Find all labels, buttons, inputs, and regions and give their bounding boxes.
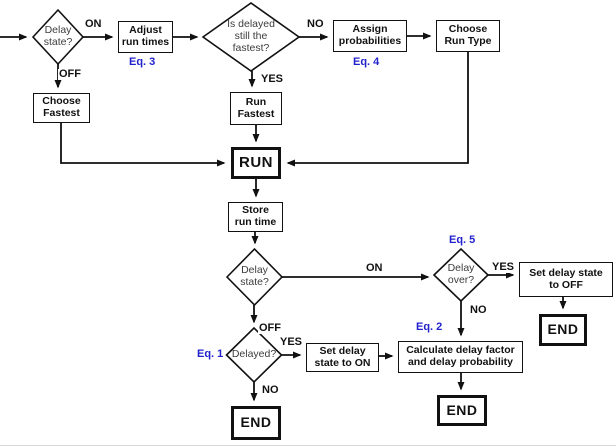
connector-choosetype-to-run xyxy=(286,52,469,167)
equation-label-eq1: Eq. 1 xyxy=(197,348,224,360)
connector-choosefastest-to-run xyxy=(60,123,226,167)
terminal-end-right: END xyxy=(539,314,587,346)
decision-is-delayed-fastest-shape xyxy=(201,2,301,72)
decision-delayed: Delayed? xyxy=(231,348,277,361)
process-adjust-run-times: Adjust run times xyxy=(118,21,173,53)
branch-label-yes-top: YES xyxy=(260,73,285,85)
branch-label-no-top: NO xyxy=(306,18,325,30)
branch-label-no-delayed: NO xyxy=(261,384,280,396)
equation-label-eq3: Eq. 3 xyxy=(129,56,156,68)
terminal-end-left: END xyxy=(231,406,281,440)
process-set-delay-on: Set delay state to ON xyxy=(306,343,379,372)
decision-delay-state-bottom: Delay state? xyxy=(240,264,269,288)
process-assign-probabilities: Assign probabilities xyxy=(333,20,407,52)
process-choose-run-type: Choose Run Type xyxy=(436,20,500,52)
process-choose-fastest: Choose Fastest xyxy=(33,93,90,123)
connector-lines xyxy=(0,32,567,402)
branch-label-on-top: ON xyxy=(84,18,103,30)
decision-is-delayed-fastest: Is delayed still the fastest? xyxy=(227,18,275,54)
process-store-run-time: Store run time xyxy=(228,202,283,232)
decision-delayed-shape xyxy=(225,326,283,384)
page-bottom-rule xyxy=(0,445,616,446)
terminal-end-middle: END xyxy=(437,395,487,426)
equation-label-eq2: Eq. 2 xyxy=(416,321,443,333)
decision-delay-state-top-shape xyxy=(31,8,85,66)
decision-delay-state-bottom-shape xyxy=(225,247,284,307)
branch-label-off-bottom: OFF xyxy=(258,322,282,334)
process-run-fastest: Run Fastest xyxy=(230,92,282,125)
branch-label-no-delay-over: NO xyxy=(469,304,488,316)
equation-label-eq4: Eq. 4 xyxy=(353,56,380,68)
decision-delay-state-top: Delay state? xyxy=(43,24,73,48)
process-calculate-delay: Calculate delay factor and delay probabi… xyxy=(398,341,523,373)
decision-delay-over-shape xyxy=(432,247,490,303)
decision-delay-over: Delay over? xyxy=(447,262,475,286)
equation-label-eq5: Eq. 5 xyxy=(449,234,476,246)
branch-label-on-bottom: ON xyxy=(365,262,384,274)
branch-label-yes-delayed: YES xyxy=(279,336,304,348)
decision-shapes xyxy=(31,2,490,384)
process-set-delay-off: Set delay state to OFF xyxy=(519,262,613,297)
terminal-run: RUN xyxy=(231,147,281,179)
branch-label-yes-delay-over: YES xyxy=(491,261,516,273)
branch-label-off-top: OFF xyxy=(58,68,82,80)
